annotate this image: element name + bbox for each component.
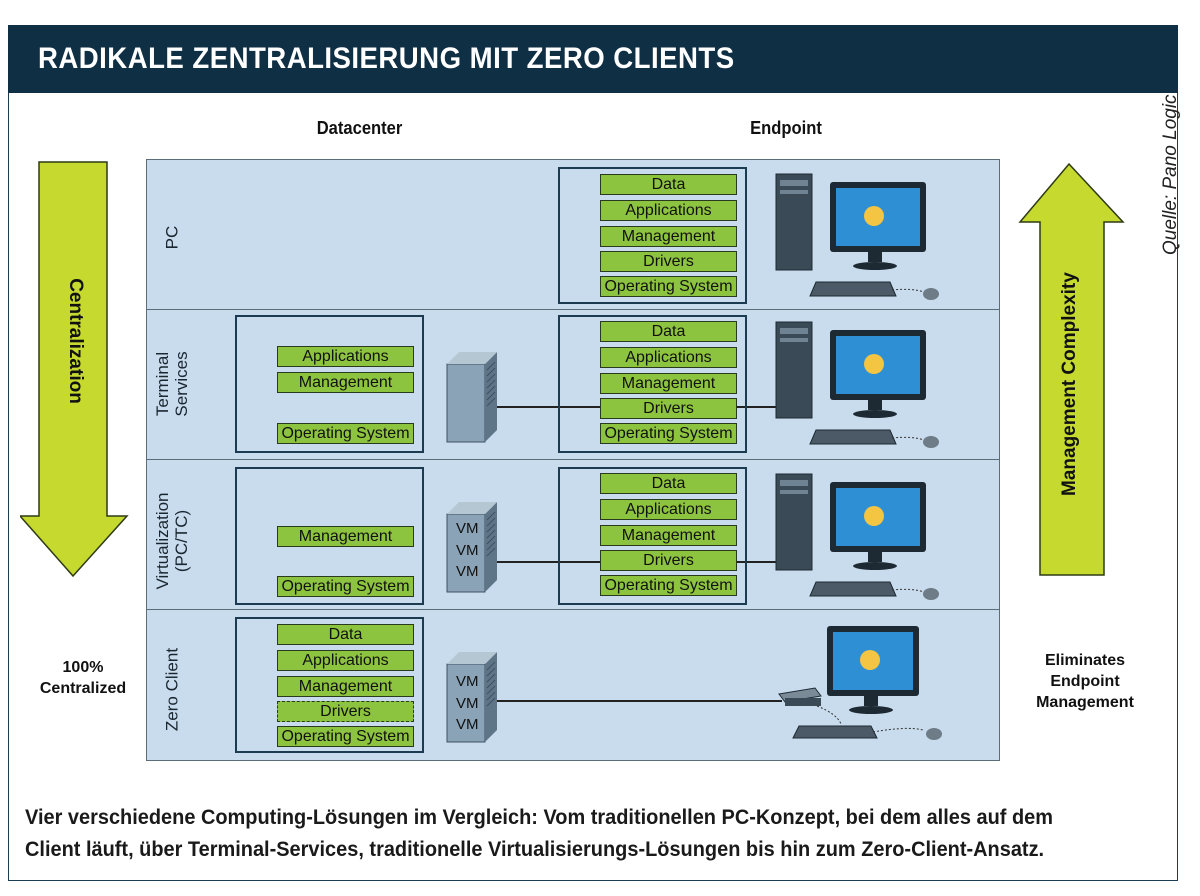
datacenter-stack-terminal-services: Applications Management Operating System bbox=[235, 315, 424, 453]
row-label-virtualization: Virtualization (PC/TC) bbox=[153, 492, 191, 590]
layer-drivers: Drivers bbox=[600, 251, 737, 272]
layer-data: Data bbox=[600, 473, 737, 494]
figure-title: RADIKALE ZENTRALISIERUNG MIT ZERO CLIENT… bbox=[38, 42, 735, 75]
endpoint-stack-pc: Data Applications Management Drivers Ope… bbox=[558, 167, 747, 304]
desktop-pc-icon bbox=[775, 321, 939, 448]
management-complexity-arrow bbox=[1018, 162, 1125, 576]
row-label-zero-client: Zero Client bbox=[162, 647, 182, 732]
vm-label: VM bbox=[456, 520, 479, 537]
desktop-pc-icon bbox=[775, 173, 939, 300]
endpoint-stack-virtualization: Data Applications Management Drivers Ope… bbox=[558, 467, 747, 605]
vm-label: VM bbox=[456, 563, 479, 580]
layer-operating-system: Operating System bbox=[277, 726, 414, 747]
layer-management: Management bbox=[277, 676, 414, 697]
layer-operating-system: Operating System bbox=[277, 423, 414, 444]
title-bar bbox=[8, 25, 1178, 93]
layer-applications: Applications bbox=[277, 346, 414, 367]
layer-management: Management bbox=[277, 526, 414, 547]
source-credit: Quelle: Pano Logic bbox=[1160, 94, 1181, 255]
layer-management: Management bbox=[600, 226, 737, 247]
centralized-note: 100% Centralized bbox=[39, 659, 127, 697]
layer-management: Management bbox=[277, 372, 414, 393]
figure-caption: Vier verschiedene Computing-Lösungen im … bbox=[25, 806, 1054, 861]
vm-label: VM bbox=[456, 695, 479, 712]
centralization-label: Centralization bbox=[65, 278, 86, 404]
layer-operating-system: Operating System bbox=[277, 576, 414, 597]
layer-operating-system: Operating System bbox=[600, 276, 737, 297]
datacenter-stack-zero-client: Data Applications Management Drivers Ope… bbox=[235, 617, 424, 753]
layer-data: Data bbox=[600, 321, 737, 342]
datacenter-stack-virtualization: Management Operating System bbox=[235, 467, 424, 605]
vm-label: VM bbox=[456, 673, 479, 690]
layer-data: Data bbox=[600, 174, 737, 195]
layer-drivers: Drivers bbox=[600, 398, 737, 419]
vm-server-icon: VM VM VM bbox=[446, 652, 497, 743]
vm-server-icon: VM VM VM bbox=[446, 502, 497, 593]
centralization-arrow bbox=[20, 161, 129, 578]
vm-label: VM bbox=[456, 716, 479, 733]
layer-drivers: Drivers bbox=[277, 701, 414, 722]
eliminates-endpoint-note: Eliminates Endpoint Management bbox=[1036, 652, 1134, 711]
column-header-datacenter: Datacenter bbox=[316, 118, 403, 138]
row-label-terminal-services: Terminal Services bbox=[153, 351, 191, 417]
vm-label: VM bbox=[456, 542, 479, 559]
layer-applications: Applications bbox=[600, 499, 737, 520]
layer-operating-system: Operating System bbox=[600, 423, 737, 444]
layer-management: Management bbox=[600, 525, 737, 546]
layer-applications: Applications bbox=[600, 200, 737, 221]
management-complexity-label: Management Complexity bbox=[1059, 272, 1080, 496]
row-label-pc: PC bbox=[162, 225, 182, 250]
layer-drivers: Drivers bbox=[600, 550, 737, 571]
desktop-pc-icon bbox=[775, 473, 939, 600]
layer-data: Data bbox=[277, 624, 414, 645]
layer-applications: Applications bbox=[600, 347, 737, 368]
layer-management: Management bbox=[600, 373, 737, 394]
column-header-endpoint: Endpoint bbox=[750, 118, 822, 138]
layer-operating-system: Operating System bbox=[600, 575, 737, 596]
layer-applications: Applications bbox=[277, 650, 414, 671]
server-tower-icon bbox=[446, 352, 497, 443]
endpoint-stack-terminal-services: Data Applications Management Drivers Ope… bbox=[558, 315, 747, 453]
connection-line bbox=[497, 700, 782, 702]
zero-client-device-icon bbox=[778, 626, 942, 740]
